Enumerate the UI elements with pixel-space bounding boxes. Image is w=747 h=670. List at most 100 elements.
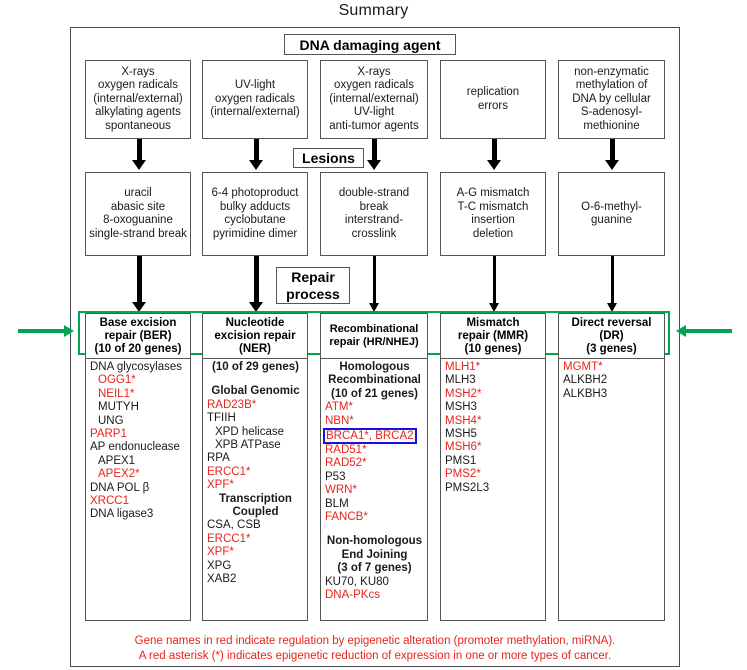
footnote-line-2: A red asterisk (*) indicates epigenetic … xyxy=(138,650,612,662)
banner-dna-damaging-agent: DNA damaging agent xyxy=(284,34,456,55)
gene-line: AP endonuclease xyxy=(90,441,180,454)
process-header-dr-text: Direct reversal (DR) (3 genes) xyxy=(571,316,652,355)
gene-line-highlighted: BRCA1*, BRCA2 xyxy=(323,428,417,445)
gene-line: NEIL1* xyxy=(98,387,135,400)
gene-line: TFIIH xyxy=(207,412,236,425)
arrow-agent-to-lesion-1 xyxy=(131,139,147,170)
gene-line: Global Genomic xyxy=(211,385,300,398)
page-title: Summary xyxy=(338,2,409,19)
arrow-head xyxy=(488,303,499,312)
gene-line: XAB2 xyxy=(207,573,237,586)
process-header-ner: Nucleotide excision repair (NER) xyxy=(202,313,308,359)
gene-line: ALKBH3 xyxy=(563,387,608,400)
gene-line: WRN* xyxy=(325,484,357,497)
gene-line: DNA ligase3 xyxy=(90,508,154,521)
arrow-head xyxy=(249,160,263,170)
gene-line: CSA, CSB xyxy=(207,519,261,532)
gene-line: ERCC1* xyxy=(207,465,251,478)
arrow-lesion-to-repair-3 xyxy=(366,256,382,312)
agent-box-1-text: X-rays oxygen radicals (internal/externa… xyxy=(93,65,183,132)
gene-line: XPF* xyxy=(207,479,234,492)
arrow-shaft xyxy=(492,256,496,303)
green-arrow-shaft xyxy=(18,329,65,333)
arrow-shaft xyxy=(491,139,497,160)
gene-line: NBN* xyxy=(325,414,354,427)
gene-line: MSH6* xyxy=(445,441,482,454)
gene-line: ATM* xyxy=(325,401,353,414)
agent-box-2-text: UV-light oxygen radicals (internal/exter… xyxy=(210,79,300,119)
lesion-box-1: uracil abasic site 8-oxoguanine single-s… xyxy=(85,172,191,256)
gene-line: (10 of 29 genes) xyxy=(212,361,299,373)
gene-line: ALKBH2 xyxy=(563,374,608,387)
gene-line: Homologous xyxy=(339,361,410,373)
gene-line: APEX2* xyxy=(98,468,140,481)
gene-line: XPD helicase xyxy=(215,425,285,438)
gene-line: OGG1* xyxy=(98,374,136,387)
lesion-box-2: 6-4 photoproduct bulky adducts cyclobuta… xyxy=(202,172,308,256)
gene-line: DNA POL β xyxy=(90,481,150,494)
gene-line: MSH5 xyxy=(445,428,477,441)
arrow-lesion-to-repair-5 xyxy=(604,256,620,312)
gene-line: MLH3 xyxy=(445,374,476,387)
gene-line: XPG xyxy=(207,559,232,572)
arrow-shaft xyxy=(253,256,259,302)
footnote: Gene names in red indicate regulation by… xyxy=(72,634,678,664)
agent-box-3: X-rays oxygen radicals (internal/externa… xyxy=(320,60,428,139)
arrow-lesion-to-repair-2 xyxy=(248,256,264,312)
process-header-dr: Direct reversal (DR) (3 genes) xyxy=(558,313,665,359)
banner-repair-process-line2: process xyxy=(286,285,340,302)
green-arrow-left-pointer xyxy=(18,324,74,338)
gene-line: P53 xyxy=(325,470,346,483)
arrow-agent-to-lesion-5 xyxy=(604,139,620,170)
gene-line: MUTYH xyxy=(98,401,139,414)
gene-line: PMS2L3 xyxy=(445,481,490,494)
arrow-shaft xyxy=(610,256,614,303)
lesion-box-5: O-6-methyl- guanine xyxy=(558,172,665,256)
green-arrow-head xyxy=(676,325,686,337)
agent-box-4-text: replication errors xyxy=(466,86,520,112)
arrow-head xyxy=(367,160,381,170)
gene-line: RAD23B* xyxy=(207,398,257,411)
gene-line: MLH1* xyxy=(445,361,481,373)
arrow-agent-to-lesion-4 xyxy=(486,139,502,170)
agent-box-2: UV-light oxygen radicals (internal/exter… xyxy=(202,60,308,139)
gene-line: FANCB* xyxy=(325,511,368,524)
gene-line-spacer xyxy=(207,374,304,385)
lesion-box-4: A-G mismatch T-C mismatch insertion dele… xyxy=(440,172,546,256)
arrow-head xyxy=(132,302,146,312)
process-header-mmr: Mismatch repair (MMR) (10 genes) xyxy=(440,313,546,359)
gene-line: MSH4* xyxy=(445,414,482,427)
gene-line: BRCA1*, BRCA2 xyxy=(323,428,424,445)
gene-line: BLM xyxy=(325,497,349,510)
agent-box-5-text: non-enzymatic methylation of DNA by cell… xyxy=(572,65,651,132)
gene-line: Transcription xyxy=(219,492,292,505)
gene-line: RAD52* xyxy=(325,457,367,470)
gene-line: DNA glycosylases xyxy=(90,361,183,373)
gene-line: MGMT* xyxy=(563,361,603,373)
lesion-box-3-text: double-strand break interstrand- crossli… xyxy=(338,187,410,240)
lesion-box-2-text: 6-4 photoproduct bulky adducts cyclobuta… xyxy=(211,187,299,240)
gene-line: KU70, KU80 xyxy=(325,575,389,588)
gene-line: Recombinational xyxy=(328,374,421,387)
process-header-ber-text: Base excision repair (BER) (10 of 20 gen… xyxy=(94,316,182,355)
arrow-head xyxy=(249,302,263,312)
gene-line: DNA-PKcs xyxy=(325,589,380,602)
gene-line: XRCC1 xyxy=(90,495,129,508)
lesion-box-5-text: O-6-methyl- guanine xyxy=(581,200,642,227)
agent-box-1: X-rays oxygen radicals (internal/externa… xyxy=(85,60,191,139)
gene-line: XPF* xyxy=(207,546,234,559)
gene-line-spacer xyxy=(325,524,424,535)
banner-repair-process: Repair process xyxy=(276,267,350,304)
lesion-box-3: double-strand break interstrand- crossli… xyxy=(320,172,428,256)
lesion-box-4-text: A-G mismatch T-C mismatch insertion dele… xyxy=(456,187,530,240)
process-header-mmr-text: Mismatch repair (MMR) (10 genes) xyxy=(457,316,529,355)
green-arrow-head xyxy=(64,325,74,337)
arrow-head xyxy=(487,160,501,170)
arrow-agent-to-lesion-2 xyxy=(248,139,264,170)
arrow-head xyxy=(605,160,619,170)
